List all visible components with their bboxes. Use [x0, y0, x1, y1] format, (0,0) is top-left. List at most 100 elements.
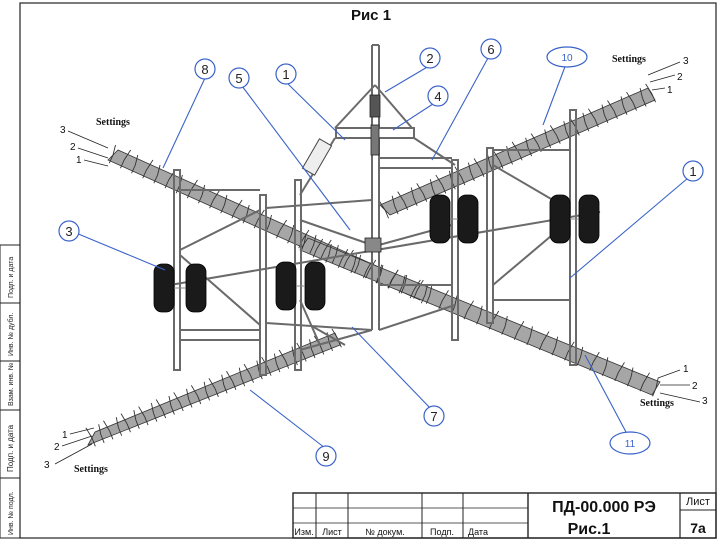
disc-tooth	[279, 219, 288, 231]
disc-tooth	[639, 382, 644, 392]
disc-tooth	[320, 345, 325, 355]
disc-tooth	[643, 372, 650, 384]
disc-tooth	[651, 93, 656, 103]
settings-number: 2	[692, 381, 698, 392]
disc-tooth	[639, 87, 643, 99]
disc-tooth	[429, 179, 434, 190]
wheel	[429, 194, 451, 244]
disc-tooth	[470, 172, 475, 182]
disc-tooth	[402, 274, 406, 286]
disc-tooth	[613, 110, 618, 120]
disc-tooth	[398, 284, 404, 294]
sheet-number: 7а	[690, 520, 706, 536]
disc-tooth	[133, 410, 137, 421]
callout-11: 11	[609, 431, 651, 455]
disc-tooth	[203, 381, 207, 393]
disc-tooth	[223, 194, 228, 206]
disc-tooth	[328, 244, 332, 255]
sheet-label: Лист	[686, 496, 710, 508]
disc-tooth	[642, 97, 647, 107]
disc-tooth	[223, 384, 228, 394]
disc-tooth	[473, 158, 481, 169]
disc-tooth	[109, 430, 114, 440]
settings-scale-upper-right	[647, 61, 681, 91]
settings-scale-upper-left	[67, 130, 109, 167]
callout-10: 10	[546, 46, 588, 68]
disc-tooth	[530, 133, 538, 144]
disc-tooth	[626, 91, 634, 103]
disc-tooth	[205, 391, 210, 401]
disc-tooth	[354, 264, 359, 274]
disc-tooth	[614, 372, 619, 382]
disc-tooth	[416, 183, 424, 194]
svg-text:5: 5	[235, 71, 242, 86]
disc-tooth	[108, 154, 114, 164]
disc-tooth	[103, 420, 110, 432]
side-stamp: Подп. и дата Инв. № дубл. Взам. инв. № П…	[0, 244, 21, 539]
disc-tooth	[353, 254, 357, 265]
disc-tooth	[324, 239, 332, 251]
disc-tooth	[232, 381, 237, 390]
settings-number: 1	[62, 430, 68, 441]
side-stamp-cell: Взам. инв. №	[8, 363, 15, 406]
disc-tooth	[479, 305, 483, 317]
disc-tooth	[424, 284, 428, 296]
disc-tooth	[161, 409, 167, 419]
disc-tooth	[601, 367, 607, 376]
disc-tooth	[384, 209, 389, 219]
disc-tooth	[463, 310, 468, 320]
disc-tooth	[209, 199, 214, 209]
svg-text:2: 2	[426, 51, 433, 66]
svg-text:7: 7	[430, 409, 437, 424]
callout-leaders	[75, 57, 689, 449]
disc-tooth	[630, 367, 634, 378]
disc-tooth	[365, 269, 370, 279]
disc-tooth	[627, 377, 632, 387]
disc-tooth	[123, 149, 132, 161]
disc-tooth	[517, 321, 525, 332]
disc-tooth	[142, 169, 147, 179]
callout-2: 2	[419, 47, 441, 69]
disc-tooth	[238, 367, 242, 378]
disc-tooth	[607, 100, 615, 111]
disc-teeth	[85, 83, 659, 447]
disc-tooth	[337, 259, 343, 268]
disc-tooth	[420, 294, 426, 304]
disc-tooth	[214, 388, 219, 398]
disc-tooth	[391, 195, 395, 206]
disc-tooth	[554, 336, 559, 347]
svg-text:3: 3	[65, 224, 72, 239]
disc-tooth	[278, 349, 286, 361]
disc-tooth	[312, 248, 317, 258]
wheel	[457, 194, 479, 244]
settings-number: 2	[70, 142, 76, 153]
disc-tooth	[220, 204, 225, 214]
disc-gang-upper-right	[379, 87, 656, 216]
disc-tooth	[617, 362, 625, 373]
settings-label-lower-left: Settings	[74, 464, 108, 475]
disc-tooth	[379, 264, 384, 276]
svg-text:8: 8	[201, 62, 208, 77]
disc-tooth	[508, 155, 513, 165]
settings-number: 2	[54, 442, 60, 453]
transport-wheels	[153, 194, 600, 313]
settings-number: 1	[667, 85, 673, 96]
disc-tooth	[257, 209, 265, 221]
disc-tooth	[363, 269, 368, 279]
disc-tooth	[582, 112, 586, 124]
disc-tooth	[309, 244, 314, 254]
disc-tooth	[303, 233, 307, 245]
disc-tooth	[302, 352, 307, 362]
callout-3: 3	[58, 220, 80, 242]
disc-tooth	[584, 122, 590, 132]
disc-tooth	[226, 370, 233, 382]
settings-scale-lower-right	[657, 369, 701, 403]
settings-scale-lower-left	[54, 427, 95, 465]
disc-tooth	[592, 351, 600, 363]
disc-tooth	[138, 406, 146, 418]
disc-tooth	[605, 357, 609, 368]
disc-tooth	[492, 149, 500, 161]
title-block-col-izm: Изм.	[294, 527, 313, 537]
disc-tooth	[221, 374, 225, 386]
disc-tooth	[170, 406, 175, 415]
